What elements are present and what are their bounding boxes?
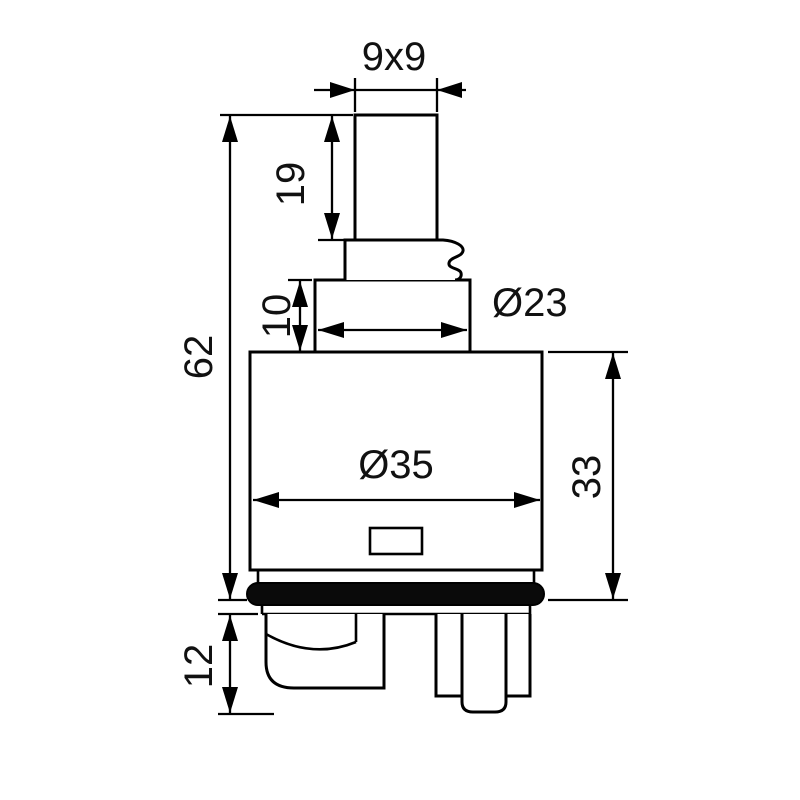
arrowhead [514, 492, 540, 508]
arrowhead [222, 573, 238, 599]
base-left-foot [264, 614, 386, 690]
left-foot-inner-curve [265, 632, 357, 651]
dimension-body-diameter: Ø35 [253, 443, 540, 508]
arrowhead [222, 615, 238, 641]
arrowhead [324, 116, 340, 142]
dimension-label-collar-height: 10 [255, 294, 299, 339]
arrowhead [324, 213, 340, 239]
dimension-label-total-height: 62 [177, 335, 221, 380]
collar-outline [313, 278, 472, 354]
dimension-collar-diameter: Ø23 [318, 281, 568, 338]
dimension-collar-height: 10 [255, 281, 308, 351]
dimension-stem-height: 19 [269, 116, 340, 239]
o-ring-seal [246, 582, 545, 606]
arrowhead [441, 322, 467, 338]
arrowhead [292, 325, 308, 351]
arrowhead [605, 573, 621, 599]
base-center-pin [460, 614, 508, 714]
dimension-label-body-height: 33 [565, 455, 609, 500]
arrowhead [292, 281, 308, 307]
dimension-label-collar-diameter: Ø23 [492, 281, 568, 325]
arrowhead [330, 82, 355, 98]
extension-lines [218, 78, 628, 716]
part-outline [246, 113, 545, 714]
dimension-label-stem-square: 9x9 [362, 35, 427, 79]
arrowhead [605, 353, 621, 379]
dimension-label-body-diameter: Ø35 [358, 443, 434, 487]
base-neck-edges [260, 605, 532, 614]
extension-stem-width [353, 78, 439, 112]
dimension-stem-square: 9x9 [314, 35, 466, 98]
seal-neck-edges [256, 570, 536, 583]
dimension-total-height: 62 [177, 116, 238, 599]
arrowhead [222, 116, 238, 142]
arrowhead [253, 492, 279, 508]
body-outline [248, 350, 544, 572]
dimension-label-base-height: 12 [177, 644, 221, 689]
dimension-base-height: 12 [177, 615, 238, 713]
arrowhead [222, 687, 238, 713]
arrowhead [318, 322, 344, 338]
stem-base-break-edge [343, 238, 465, 282]
dimension-label-stem-height: 19 [269, 162, 313, 207]
body-detail-window [368, 526, 424, 556]
arrowhead [437, 82, 462, 98]
dimension-body-height: 33 [565, 353, 621, 599]
stem-outline [353, 113, 439, 242]
